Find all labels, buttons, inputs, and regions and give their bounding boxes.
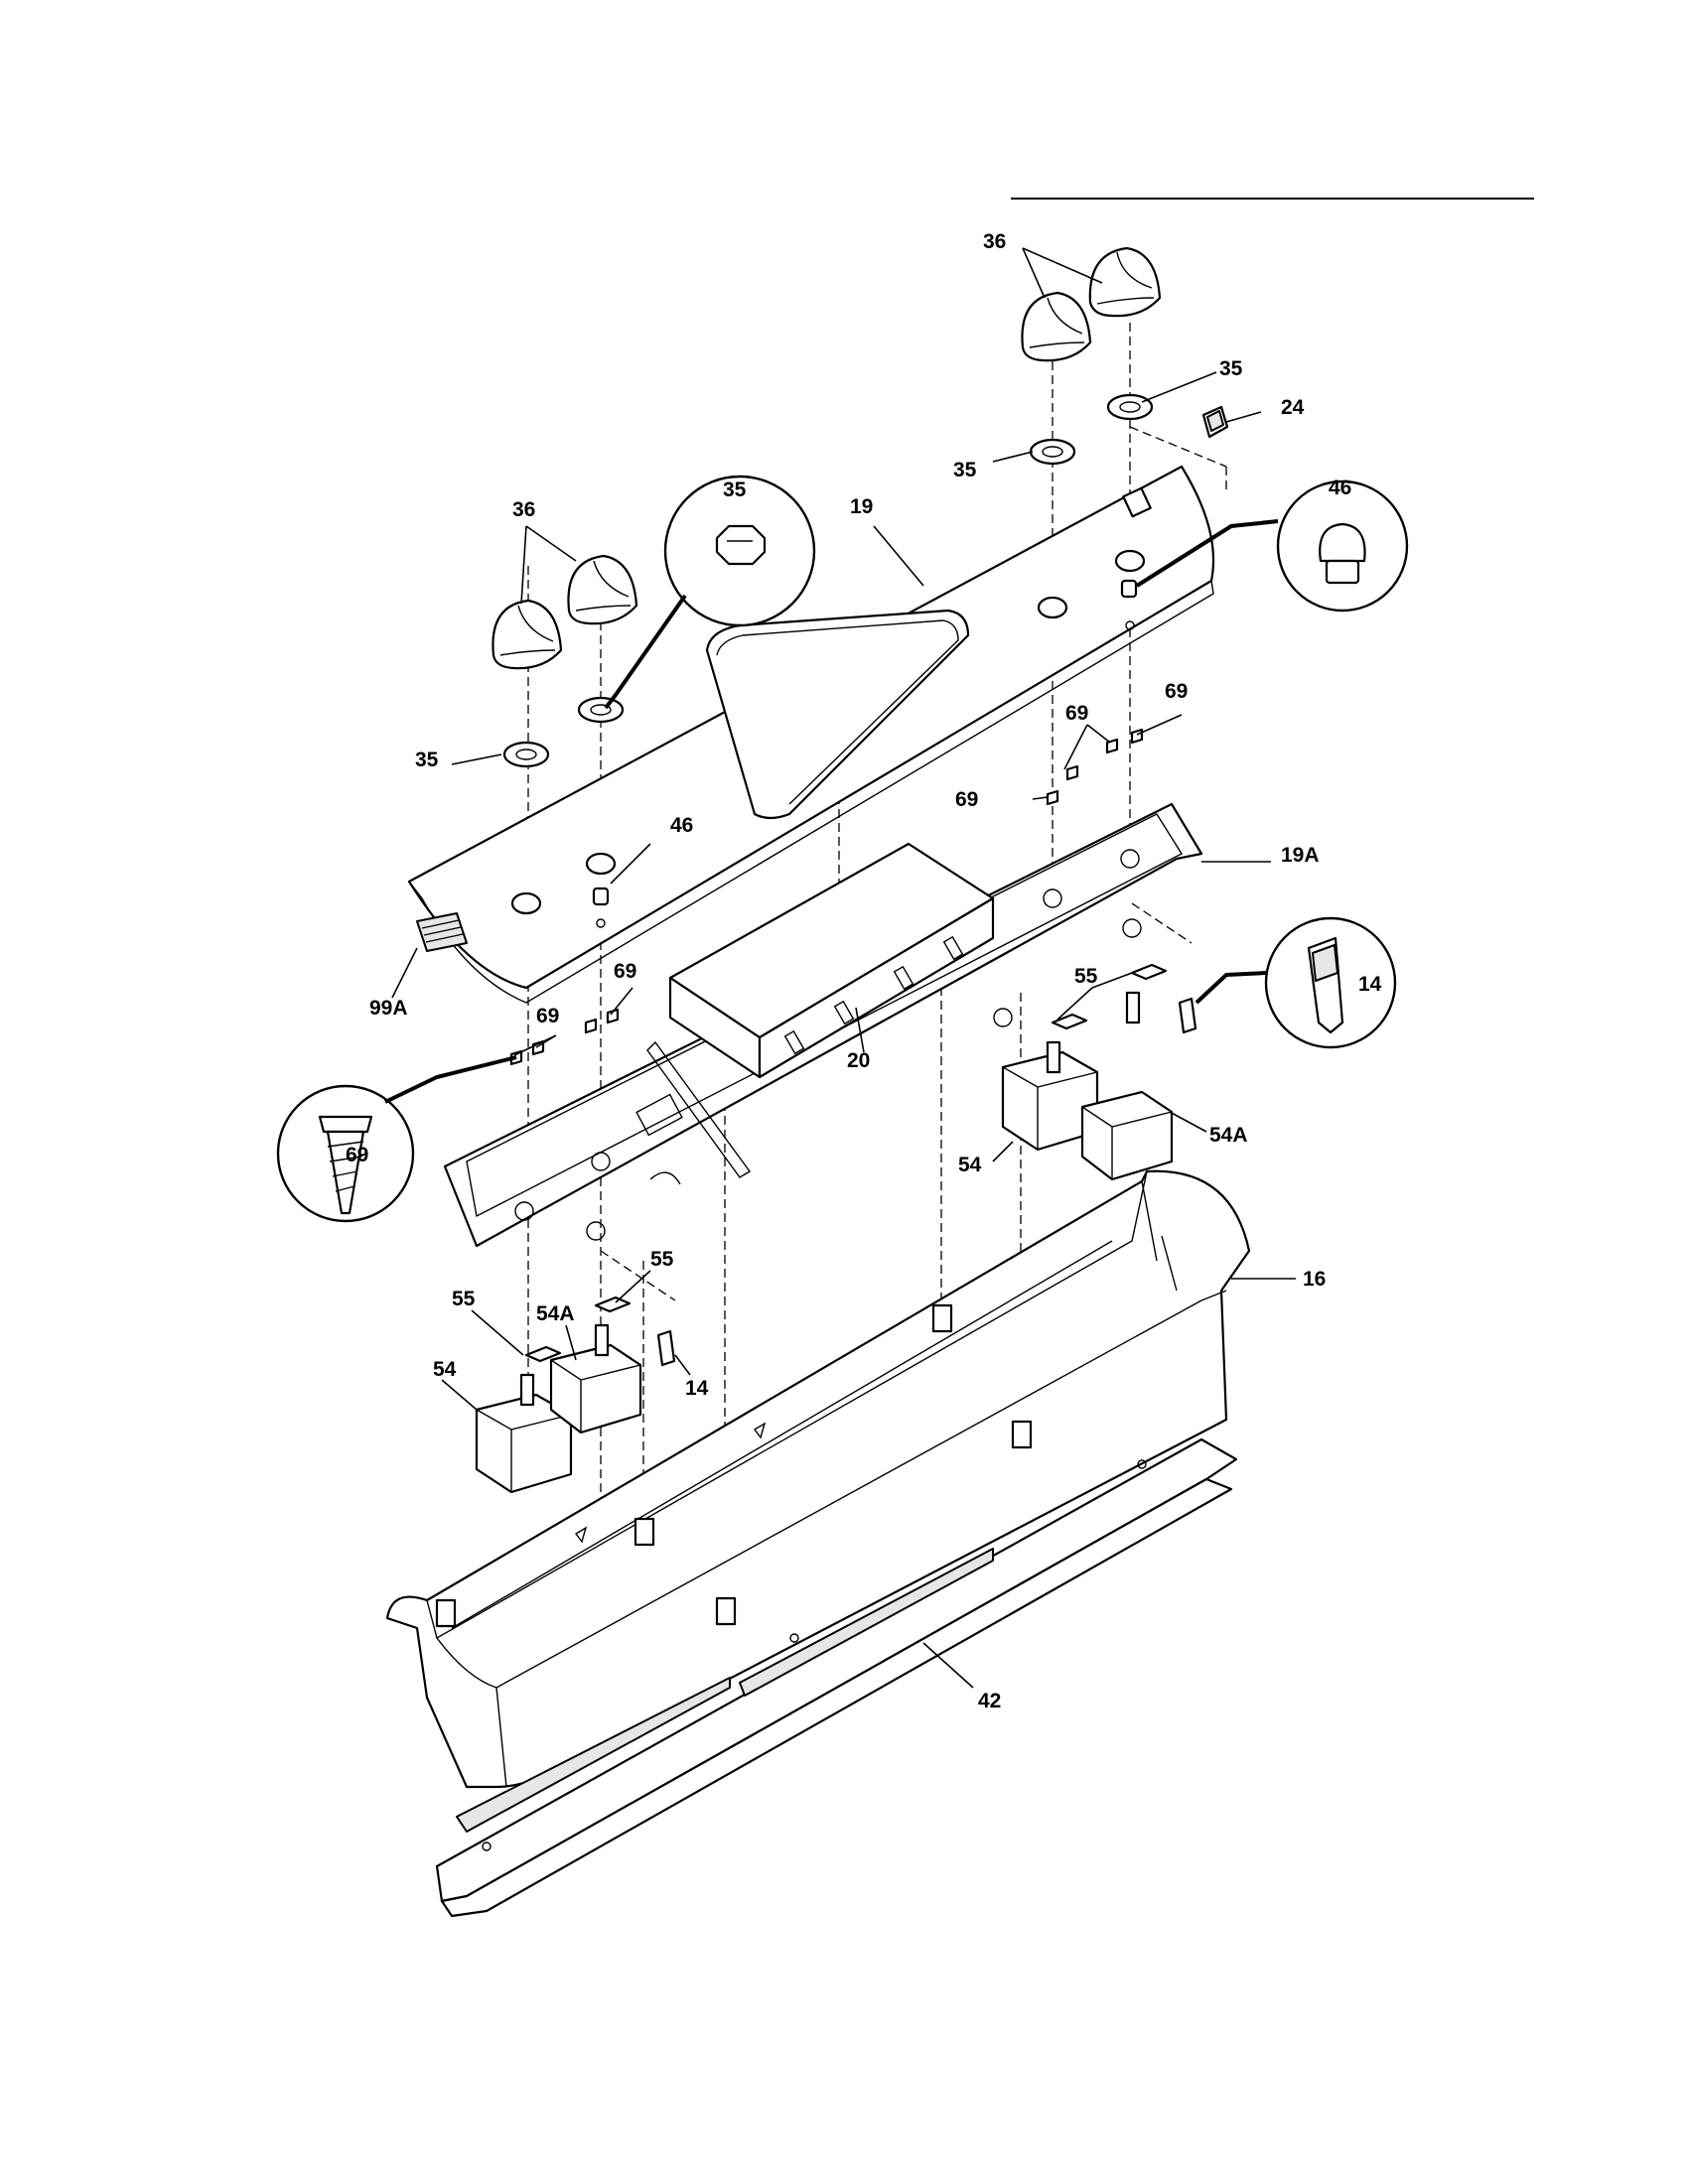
- label-35-circle: 35: [723, 478, 747, 501]
- label-35-mid-right: 35: [953, 459, 977, 481]
- indicator-lamps: [592, 579, 1138, 906]
- part-labels: 36 35 24 35 46 19 36 35 35 46 69 69 69 1…: [346, 230, 1382, 1712]
- label-16: 16: [1303, 1268, 1326, 1291]
- label-36-left: 36: [512, 498, 535, 521]
- label-35-left: 35: [415, 749, 439, 771]
- label-19A: 19A: [1281, 844, 1320, 867]
- knob-top-right: [1088, 246, 1162, 318]
- label-69-circle: 69: [346, 1144, 368, 1166]
- clock-control-board: [668, 842, 995, 1079]
- label-69-c: 69: [955, 788, 978, 811]
- label-69-e: 69: [536, 1005, 559, 1027]
- label-69-a: 69: [1065, 702, 1088, 725]
- label-14-circle: 14: [1358, 973, 1382, 996]
- label-99A: 99A: [369, 997, 408, 1020]
- label-46-mid: 46: [670, 814, 693, 837]
- label-54A-left: 54A: [536, 1302, 575, 1325]
- label-55-left: 55: [452, 1288, 476, 1310]
- rocker-switch: [1201, 405, 1229, 439]
- leader-lines: [391, 247, 1296, 1689]
- detail-callout-bezel: [604, 475, 816, 710]
- label-55-left-upper: 55: [650, 1248, 674, 1271]
- knob-bezels: [502, 393, 1154, 768]
- label-19: 19: [850, 495, 873, 518]
- bottom-trim-bracket: [435, 1437, 1238, 1918]
- label-42: 42: [978, 1690, 1001, 1712]
- detail-callout-screw: [276, 1055, 517, 1223]
- control-panel-frame: [385, 1169, 1251, 1789]
- infinite-switches-left: [475, 1296, 676, 1494]
- label-54A-right: 54A: [1209, 1124, 1248, 1147]
- detail-callout-lamp: [1135, 479, 1409, 613]
- label-54-right: 54: [958, 1154, 982, 1176]
- label-14-left: 14: [685, 1377, 709, 1400]
- knob-left-rear: [567, 554, 638, 625]
- label-24: 24: [1281, 396, 1305, 419]
- detail-callout-indicator: [1195, 916, 1397, 1049]
- knob-left-front: [492, 599, 563, 670]
- knob-top-left: [1021, 291, 1092, 362]
- label-20: 20: [847, 1049, 870, 1072]
- infinite-switches-right: [1001, 963, 1197, 1181]
- label-69-d: 69: [614, 960, 636, 983]
- label-69-b: 69: [1165, 680, 1188, 703]
- ribbon-cable: [416, 912, 468, 952]
- label-35-top: 35: [1219, 357, 1243, 380]
- label-36-top: 36: [983, 230, 1006, 253]
- control-knobs: [492, 246, 1162, 670]
- label-55-right: 55: [1074, 965, 1098, 988]
- console-panel: [407, 465, 1215, 1004]
- label-54-left: 54: [433, 1358, 457, 1381]
- label-46-circle: 46: [1329, 477, 1351, 499]
